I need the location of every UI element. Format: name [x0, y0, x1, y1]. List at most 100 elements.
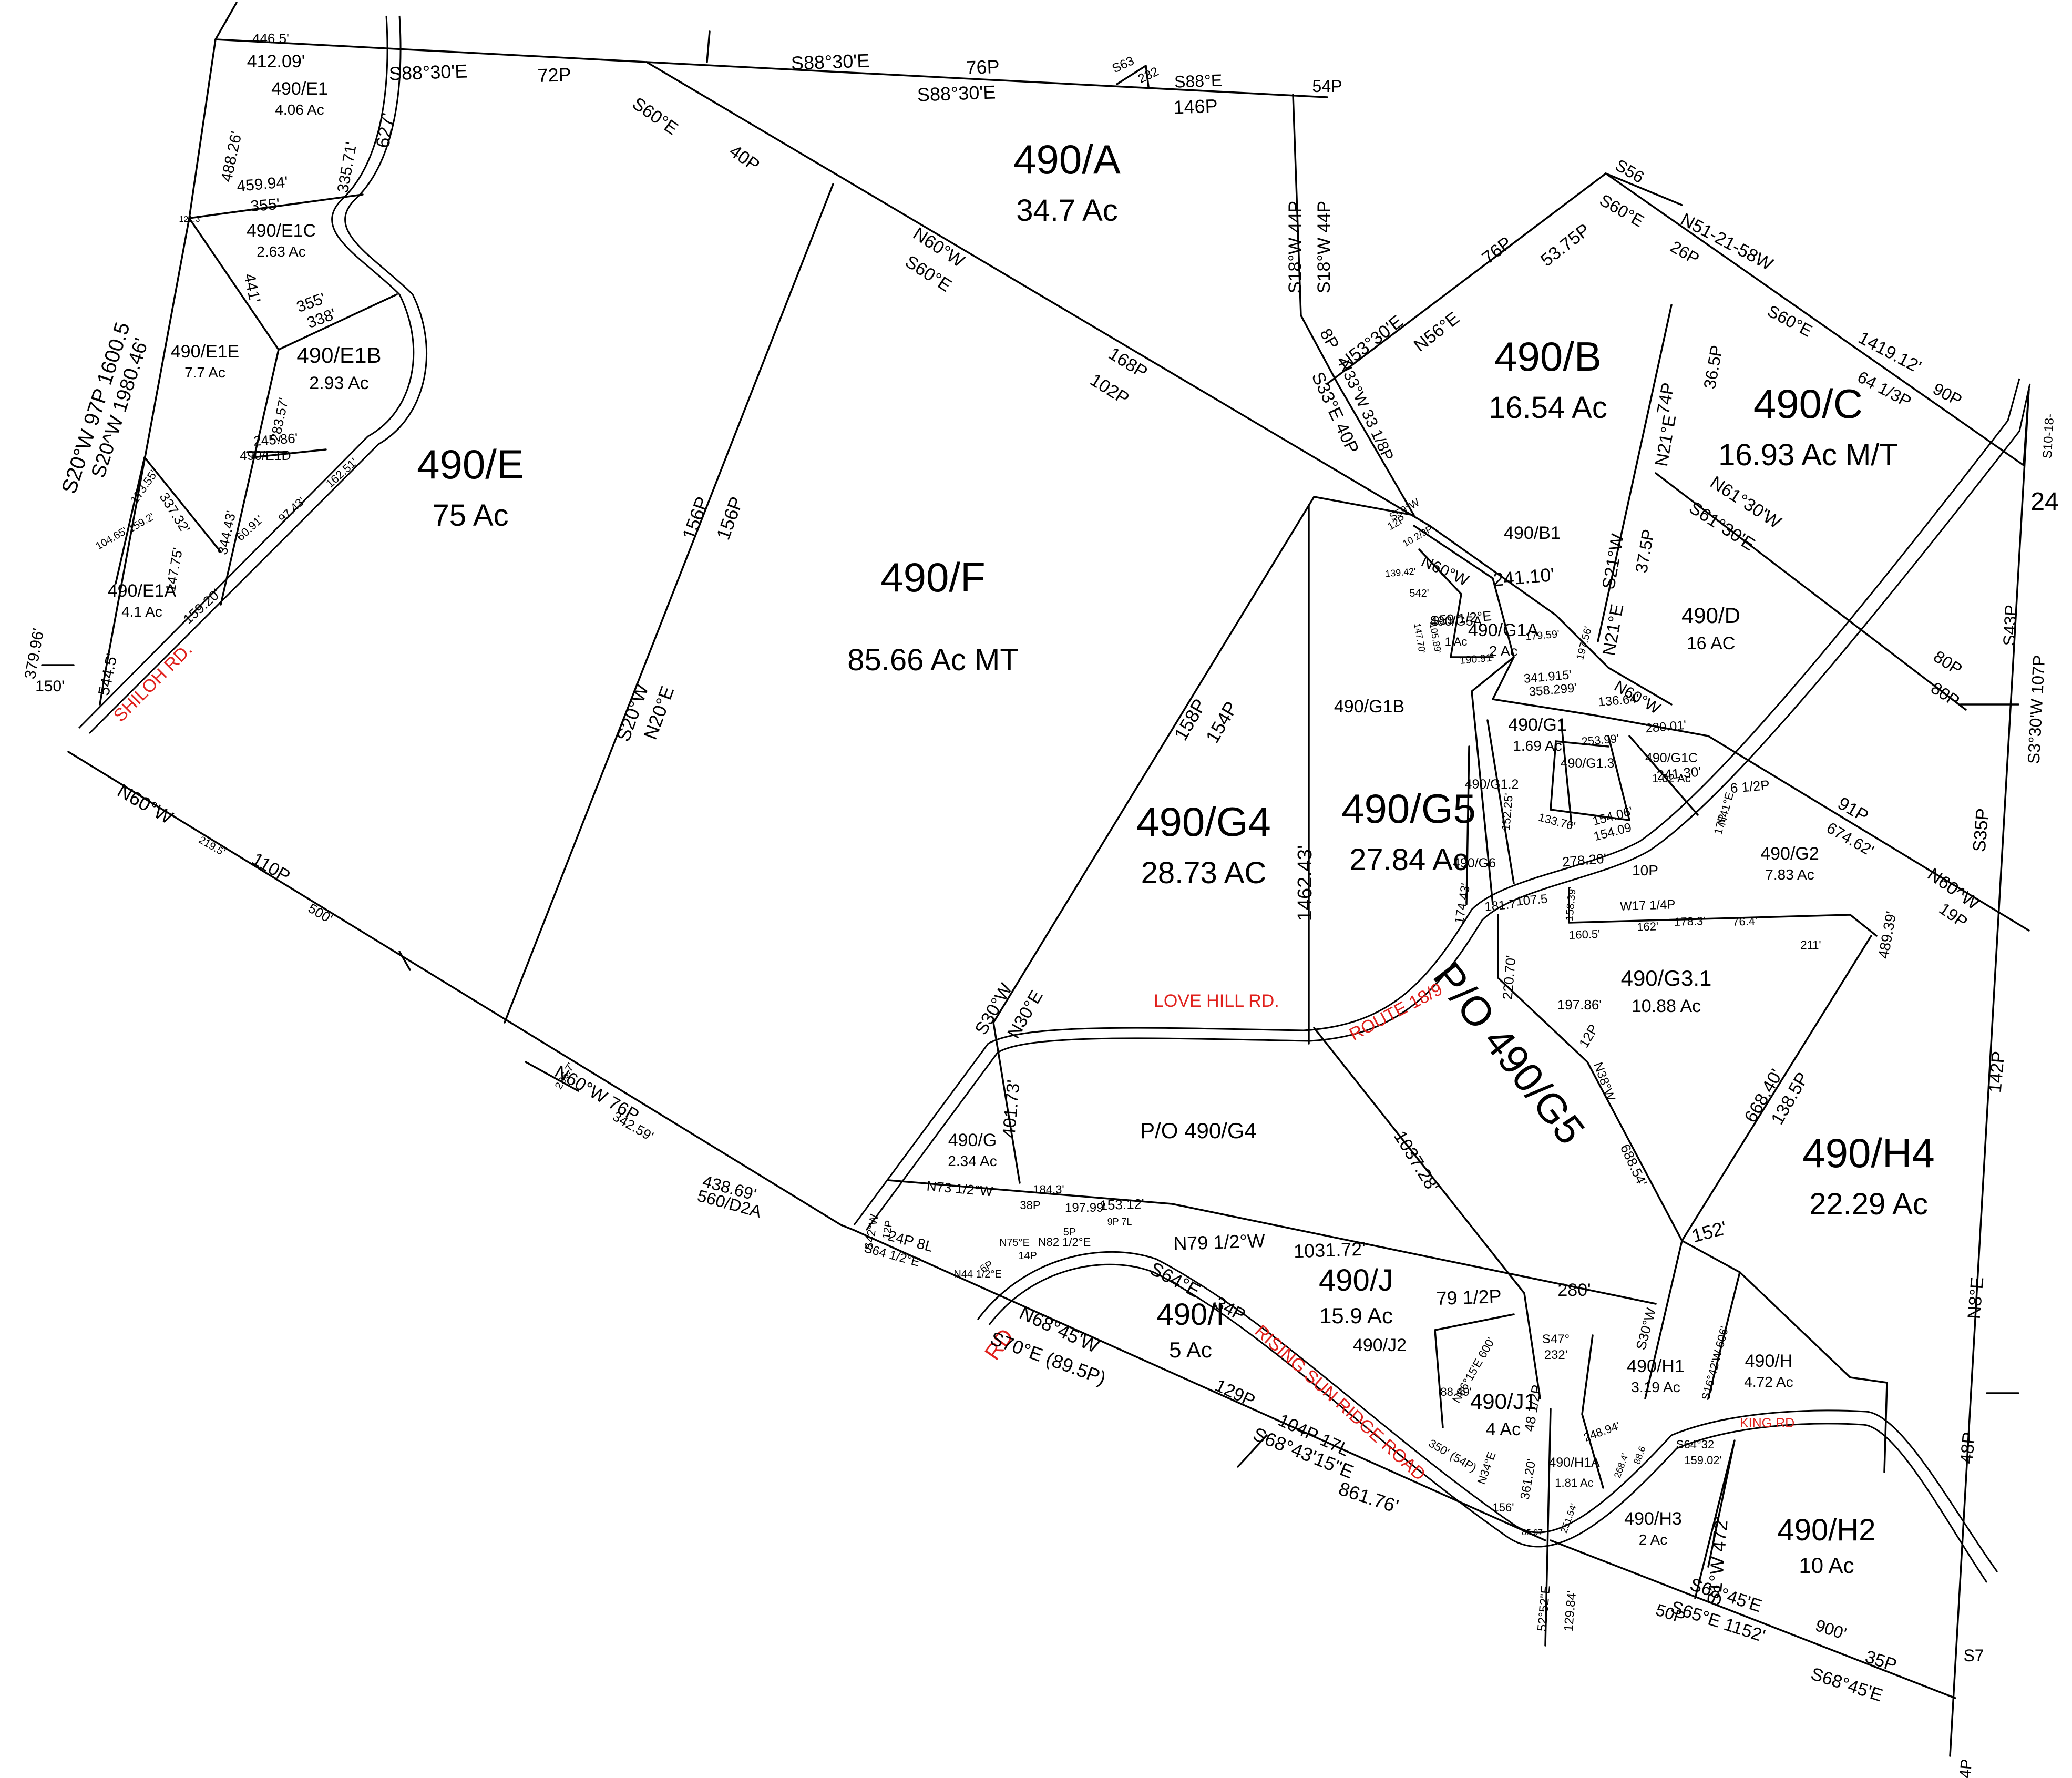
bearing-f5: N60°W [114, 780, 177, 829]
bearing-j_5: S47° [1542, 1332, 1570, 1346]
parcel-label-g1c: 490/G1C [1645, 751, 1698, 765]
bearing-g3_6: 12P [1576, 1021, 1602, 1050]
parcel-label-h2: 490/H2 [1777, 1513, 1875, 1547]
parcel-label-a: 490/A [1013, 136, 1121, 182]
parcel-acres-a: 34.7 Ac [1016, 193, 1117, 228]
bearing-i_15: N44 1/2°E [953, 1269, 1001, 1280]
bearing-g2_10: 162' [1637, 919, 1659, 933]
parcel-label-e1d: 490/E1D [240, 448, 291, 463]
parcel-acres-g1c: 1.02 Ac [1652, 772, 1690, 785]
bearing-f6: 110P [249, 849, 294, 886]
bearing-h_4: 142P [1985, 1050, 2009, 1094]
bearing-j_11: N34°E [1474, 1450, 1498, 1486]
bearing-h_17: 52°52"E [1535, 1585, 1553, 1632]
parcel-label-g12: 490/G1.2 [1465, 777, 1519, 792]
bearing-w3: 488.26' [218, 130, 245, 183]
bearing-g1_19: 174.43' [1452, 882, 1473, 925]
bearing-c4: 64 1/3P [1854, 367, 1914, 412]
bearing-g2_14: 211' [1800, 938, 1821, 952]
bearing-top1: S88°30'E [388, 60, 468, 84]
bearing-w22: 162.51' [323, 455, 360, 490]
bearing-g3_7: N38°W [1591, 1060, 1618, 1103]
bearing-h_12: 900' [1813, 1616, 1849, 1643]
bearing-f2: 156P [712, 494, 747, 543]
bearing-i_5: 129P [1212, 1375, 1258, 1411]
bearing-top2: 72P [537, 64, 571, 86]
parcel-acres-e1c: 2.63 Ac [257, 243, 305, 260]
parcel-label-i: 490/I [1157, 1297, 1225, 1332]
bearing-w13: 245.86' [253, 430, 298, 449]
bearing-a5: 168P [1105, 344, 1151, 383]
parcel-acres-h2: 10 Ac [1799, 1553, 1854, 1578]
parcel-label-g5a: 490/G5A [1430, 614, 1482, 629]
bearing-g2_8: 489.39' [1875, 910, 1899, 960]
parcel-acres-g31: 10.88 Ac [1632, 996, 1701, 1016]
bearing-g2_9: W17 1/4P [1620, 897, 1676, 914]
bearing-c7: 36.5P [1700, 344, 1726, 391]
bearing-g3_4: 220.70' [1499, 955, 1519, 1000]
bearing-g3_17: 9P 7L [1107, 1217, 1132, 1227]
parcel-acres-g4: 28.73 AC [1141, 856, 1267, 890]
bearing-h_6: 48P [1956, 1431, 1979, 1465]
parcel-label-h1a: 490/H1A [1548, 1455, 1600, 1470]
bearing-g4e: 1462.43' [1294, 845, 1316, 922]
parcel-label-e1c: 490/E1C [247, 221, 316, 241]
bearing-g2_12: 76.4' [1732, 914, 1758, 928]
bearing-g1_4: 542' [1409, 588, 1429, 599]
parcel-acres-h1: 3.19 Ac [1631, 1379, 1680, 1395]
bearing-g3_2: 107.5 [1515, 892, 1548, 908]
bearing-h_10: 159.02' [1684, 1454, 1722, 1467]
parcel-label-h1: 490/H1 [1627, 1356, 1685, 1376]
bearing-top7: 146P [1173, 95, 1218, 118]
love-hill-road [853, 378, 2031, 1231]
parcel-label-h3: 490/H3 [1624, 1509, 1682, 1529]
bearing-a7: S18°W 44P [1285, 201, 1305, 293]
parcel-label-j2: 490/J2 [1353, 1335, 1407, 1355]
parcel-label-b: 490/B [1494, 333, 1602, 380]
bearing-g2_3: 674.62' [1823, 819, 1876, 860]
bearing-c9: S21°W [1598, 533, 1628, 591]
parcel-label-g: 490/G [948, 1130, 997, 1150]
parcel-label-e1: 490/E1 [271, 79, 328, 99]
parcel-acres-h3: 2 Ac [1639, 1531, 1667, 1548]
parcel-acres-c: 16.93 Ac M/T [1718, 438, 1898, 472]
parcel-acres-g1: 1.69 Ac [1513, 738, 1562, 754]
parcel-acres-g: 2.34 Ac [948, 1153, 997, 1169]
parcel-label-g5: 490/G5 [1341, 785, 1476, 832]
bearing-w2: 412.09' [247, 52, 305, 71]
bearing-h_3: S30°W [1633, 1306, 1659, 1352]
parcel-label-h: 490/H [1745, 1351, 1793, 1371]
bearing-top3: S88°30'E [791, 49, 870, 74]
parcel-label-g1a: 490/G1A [1468, 620, 1539, 640]
parcel-label-h4: 490/H4 [1802, 1130, 1935, 1176]
bearing-w4: 335.71' [334, 140, 360, 194]
parcel-label-e1e: 490/E1E [171, 342, 239, 362]
bearing-b_5: 8P [1316, 325, 1343, 353]
bearing-h_20: S7 [1963, 1646, 1984, 1665]
parcel-acres-f: 85.66 Ac MT [847, 643, 1019, 677]
bearing-top9: S63 [1110, 54, 1136, 76]
bearing-h_15: S68°45'E [1808, 1664, 1885, 1706]
bearing-g3_1: 181.7 [1484, 897, 1516, 914]
bearing-c14: 80P [1930, 647, 1965, 679]
bearing-g3_16: 153.12' [1100, 1196, 1144, 1213]
road-label-king: KING RD [1740, 1416, 1794, 1430]
bearing-b_4: 53.75P [1537, 220, 1594, 270]
parcel-label-e1b: 490/E1B [296, 343, 381, 367]
bearing-g3_15: 197.99' [1065, 1201, 1106, 1215]
parcel-acres-h: 4.72 Ac [1744, 1374, 1793, 1390]
bearing-top8: 54P [1312, 77, 1342, 96]
bearing-top10: 232 [1136, 65, 1161, 86]
bearing-j_3: 79 1/2P [1436, 1285, 1502, 1309]
bearing-w6: 459.94' [236, 173, 289, 195]
bearing-b_9: 26P [1667, 237, 1702, 269]
shiloh-road [78, 15, 428, 734]
bearing-g1_22: 139.42' [1384, 566, 1416, 579]
bearing-a8: S18°W 44P [1314, 201, 1334, 293]
bearing-g3_11: 1037.28' [1390, 1127, 1443, 1195]
bearing-c8: N21°E [1652, 413, 1680, 468]
parcel-label-g1: 490/G1 [1508, 715, 1567, 735]
bearing-c6: 74P [1653, 381, 1678, 416]
bearing-g3_5: 197.86' [1557, 997, 1602, 1013]
